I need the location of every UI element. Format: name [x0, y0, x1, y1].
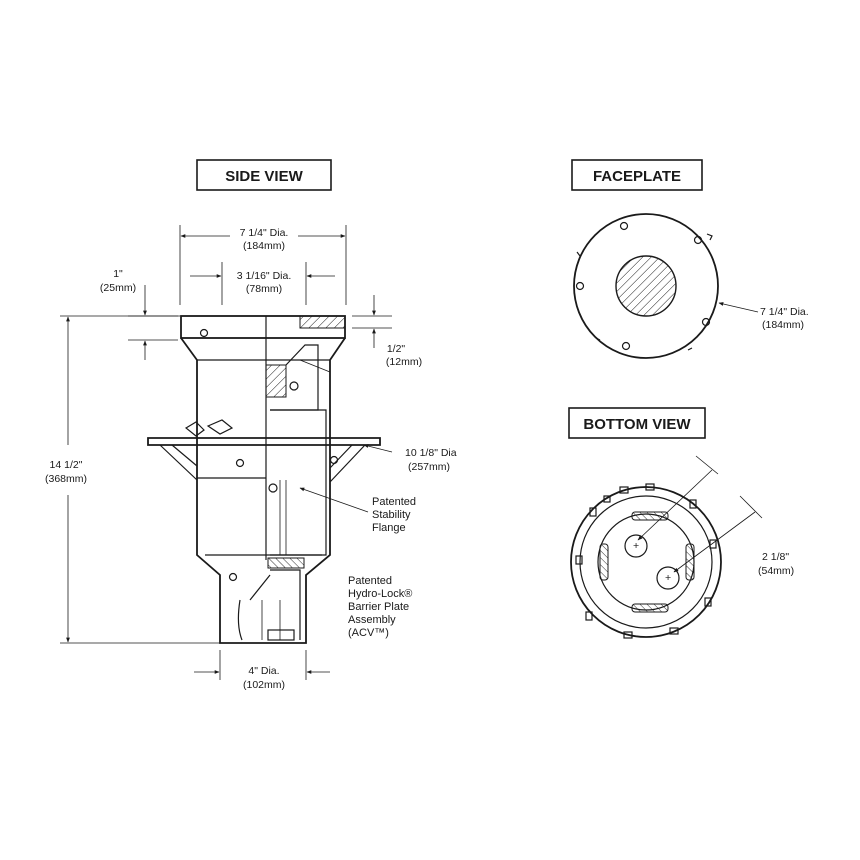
- barrier-callout-line-2: Hydro-Lock®: [348, 588, 412, 600]
- barrier-plate-callout: Patented Hydro-Lock® Barrier Plate Assem…: [348, 575, 412, 639]
- side-view: SIDE VIEW 7 1/4" Dia. (184mm) 3 1/16" Di…: [45, 159, 457, 691]
- bottom-dia-label: 2 1/8": [762, 551, 789, 563]
- lip-mm-label: (12mm): [386, 356, 422, 368]
- faceplate-dia-mm-label: (184mm): [762, 319, 804, 331]
- svg-text:+: +: [665, 572, 671, 584]
- top-dia-dimension: 7 1/4" Dia. (184mm): [179, 225, 347, 305]
- bottom-dia-mm-label: (54mm): [758, 565, 794, 577]
- bottom-outer-ring: [570, 486, 722, 638]
- barrier-callout-line-1: Patented: [348, 575, 392, 587]
- bottom-slots: [599, 511, 695, 613]
- top-dia-mm-label: (184mm): [243, 240, 285, 252]
- faceplate-screws: [575, 221, 713, 351]
- barrier-callout-line-5: (ACV™): [348, 627, 389, 639]
- drain-body: [147, 315, 381, 644]
- faceplate-outer-ring: [573, 213, 719, 359]
- lip-label: 1/2": [387, 343, 406, 355]
- rim-mm-label: (25mm): [100, 282, 136, 294]
- faceplate-view: FACEPLATE 7 1/4" Dia. (184mm): [571, 159, 809, 359]
- side-view-title-box: [196, 159, 332, 191]
- bottom-inner-ring: [597, 513, 695, 611]
- bottom-ports: + +: [624, 534, 680, 590]
- rim-label: 1": [113, 268, 123, 280]
- barrier-callout-line-3: Barrier Plate: [348, 601, 409, 613]
- bottom-dia-mm-label: (102mm): [243, 679, 285, 691]
- flange-dia-label: 10 1/8" Dia: [405, 447, 457, 459]
- height-label: 14 1/2": [50, 459, 83, 471]
- inner-dia-dimension: 3 1/16" Dia. (78mm): [190, 262, 335, 305]
- faceplate-title-box: [571, 159, 703, 191]
- bottom-dia-dimension: 4" Dia. (102mm): [194, 650, 330, 691]
- flange-dia-dimension: 10 1/8" Dia (257mm): [363, 444, 457, 473]
- bottom-tabs: [575, 483, 717, 639]
- stability-flange-callout: Patented Stability Flange: [299, 487, 416, 534]
- stability-callout-line-1: Patented: [372, 496, 416, 508]
- inner-dia-label: 3 1/16" Dia.: [237, 270, 292, 282]
- bottom-view-title: BOTTOM VIEW: [583, 416, 691, 433]
- stability-callout-line-2: Stability: [372, 509, 411, 521]
- faceplate-title: FACEPLATE: [593, 168, 681, 185]
- stability-callout-line-3: Flange: [372, 522, 406, 534]
- svg-text:+: +: [633, 540, 639, 552]
- bottom-middle-ring: [579, 495, 713, 629]
- inner-dia-mm-label: (78mm): [246, 283, 282, 295]
- bottom-view: BOTTOM VIEW + +: [568, 407, 794, 639]
- faceplate-dia-label: 7 1/4" Dia.: [760, 306, 809, 318]
- height-dimension: 14 1/2" (368mm): [45, 315, 220, 644]
- barrier-callout-line-4: Assembly: [348, 614, 396, 626]
- lip-dimension: 1/2" (12mm): [352, 295, 422, 368]
- rim-dimension: 1" (25mm): [100, 268, 178, 360]
- side-view-title: SIDE VIEW: [225, 168, 303, 185]
- top-dia-label: 7 1/4" Dia.: [240, 227, 289, 239]
- height-mm-label: (368mm): [45, 473, 87, 485]
- faceplate-center-grate: [615, 255, 677, 317]
- flange-dia-mm-label: (257mm): [408, 461, 450, 473]
- bottom-view-title-box: [568, 407, 706, 439]
- bottom-dia-label: 4" Dia.: [248, 665, 279, 677]
